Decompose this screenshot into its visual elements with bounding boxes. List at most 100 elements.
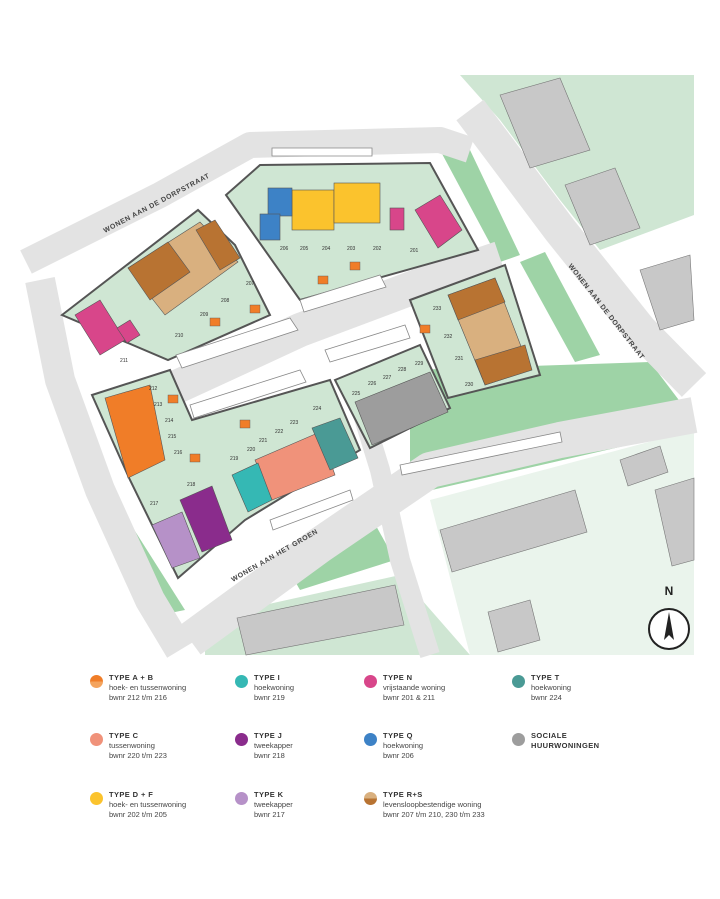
parking-row	[324, 324, 411, 363]
circle-blue-icon	[364, 733, 377, 746]
half-circle-brown-icon	[364, 792, 377, 805]
house-type-rs	[474, 344, 533, 386]
lot-number-229: 229	[415, 361, 424, 367]
legend-title: TYPE R+S	[383, 790, 423, 799]
lot-number-221: 221	[259, 438, 268, 444]
house-type-q-206-annex	[259, 213, 281, 241]
legend-lots: bwnr 218	[254, 751, 285, 760]
circle-purple-icon	[235, 733, 248, 746]
circle-salmon-icon	[90, 733, 103, 746]
legend-desc: vrijstaande woning	[383, 683, 446, 692]
north-compass: N	[646, 584, 692, 654]
legend-desc: hoek- en tussenwoning	[109, 683, 187, 692]
parking-row	[299, 274, 387, 313]
legend-title: TYPE Q	[383, 731, 413, 740]
legend-desc: hoekwoning	[254, 683, 295, 692]
shed	[239, 419, 251, 429]
garden-sheds	[167, 261, 431, 463]
shed	[249, 304, 261, 314]
house-type-rs	[195, 219, 241, 271]
compass-label: N	[664, 584, 674, 598]
lot-number-232: 232	[444, 334, 453, 340]
lot-number-201: 201	[410, 248, 419, 254]
circle-dark-teal-icon	[512, 675, 525, 688]
house-type-q-206	[267, 187, 293, 217]
parking-rows	[175, 147, 563, 531]
legend-title: TYPE J	[254, 731, 283, 740]
social-housing-block	[654, 477, 695, 567]
legend-lots: bwnr 212 t/m 216	[109, 693, 167, 702]
lot-number-220: 220	[247, 447, 256, 453]
legend-desc: tussenwoning	[109, 741, 155, 750]
lot-number-214: 214	[165, 418, 174, 424]
shed	[167, 394, 179, 404]
legend-lots: bwnr 201 & 211	[383, 693, 435, 702]
green-zone-east	[520, 252, 600, 362]
legend-title: TYPE T	[531, 673, 560, 682]
legend-lots: bwnr 207 t/m 210, 230 t/m 233	[383, 810, 485, 819]
green-zone-strip	[440, 150, 520, 262]
lot-number-226: 226	[368, 381, 377, 387]
house-type-n-201	[414, 194, 463, 249]
legend-desc: hoekwoning	[383, 741, 424, 750]
legend-title: TYPE C	[109, 731, 139, 740]
circle-pink-icon	[364, 675, 377, 688]
house-type-df	[291, 189, 335, 231]
shed	[209, 317, 221, 327]
road-south	[179, 397, 698, 655]
lot-number-224: 224	[313, 406, 322, 412]
lot-number-219: 219	[230, 456, 239, 462]
social-housing-block	[619, 445, 669, 487]
circle-teal-icon	[235, 675, 248, 688]
legend-desc: hoek- en tussenwoning	[109, 800, 187, 809]
road-dorpstraat-east	[456, 99, 707, 397]
road-west	[25, 277, 193, 658]
lot-number-210: 210	[175, 333, 184, 339]
shed	[317, 275, 329, 285]
lot-number-204: 204	[322, 246, 331, 252]
legend-desc: tweekapper	[254, 800, 293, 809]
social-housing-block	[564, 167, 641, 246]
house-type-rs	[447, 277, 506, 321]
circle-yellow-icon	[90, 792, 103, 805]
parking-row	[399, 431, 563, 476]
lot-number-209: 209	[200, 312, 209, 318]
shed	[419, 324, 431, 334]
legend-lots: bwnr 217	[254, 810, 285, 819]
lot-number-212: 212	[149, 386, 158, 392]
compass-arrow-icon	[648, 608, 690, 650]
legend-title: SOCIALE	[531, 731, 568, 740]
lot-number-215: 215	[168, 434, 177, 440]
legend-desc: hoekwoning	[531, 683, 572, 692]
legend-title: TYPE K	[254, 790, 284, 799]
lot-number-207: 207	[246, 281, 255, 287]
lot-number-213: 213	[154, 402, 163, 408]
lot-number-208: 208	[221, 298, 230, 304]
circle-lilac-icon	[235, 792, 248, 805]
legend-title: TYPE A + B	[109, 673, 154, 682]
house-type-df	[333, 182, 381, 224]
shed	[349, 261, 361, 271]
lot-number-206: 206	[280, 246, 289, 252]
lot-number-222: 222	[275, 429, 284, 435]
lot-number-216: 216	[174, 450, 183, 456]
lot-number-230: 230	[465, 382, 474, 388]
house-type-rs	[127, 241, 191, 301]
legend-title: TYPE N	[383, 673, 413, 682]
lot-number-231: 231	[455, 356, 464, 362]
house-type-j-218	[179, 485, 233, 553]
lot-number-223: 223	[290, 420, 299, 426]
legend-lots: bwnr 206	[383, 751, 414, 760]
road-dorpstraat	[20, 127, 475, 274]
lot-number-labels: 2012022032042052062072082092102112122132…	[120, 246, 474, 507]
social-housing-block	[236, 584, 405, 656]
annex-type-n	[389, 207, 405, 231]
legend-lots: bwnr 224	[531, 693, 562, 702]
circle-grey-icon	[512, 733, 525, 746]
lot-number-211: 211	[120, 358, 128, 364]
lot-number-228: 228	[398, 367, 407, 373]
parking-row	[271, 147, 373, 157]
parking-row	[175, 317, 299, 369]
social-housing-block	[487, 599, 541, 653]
